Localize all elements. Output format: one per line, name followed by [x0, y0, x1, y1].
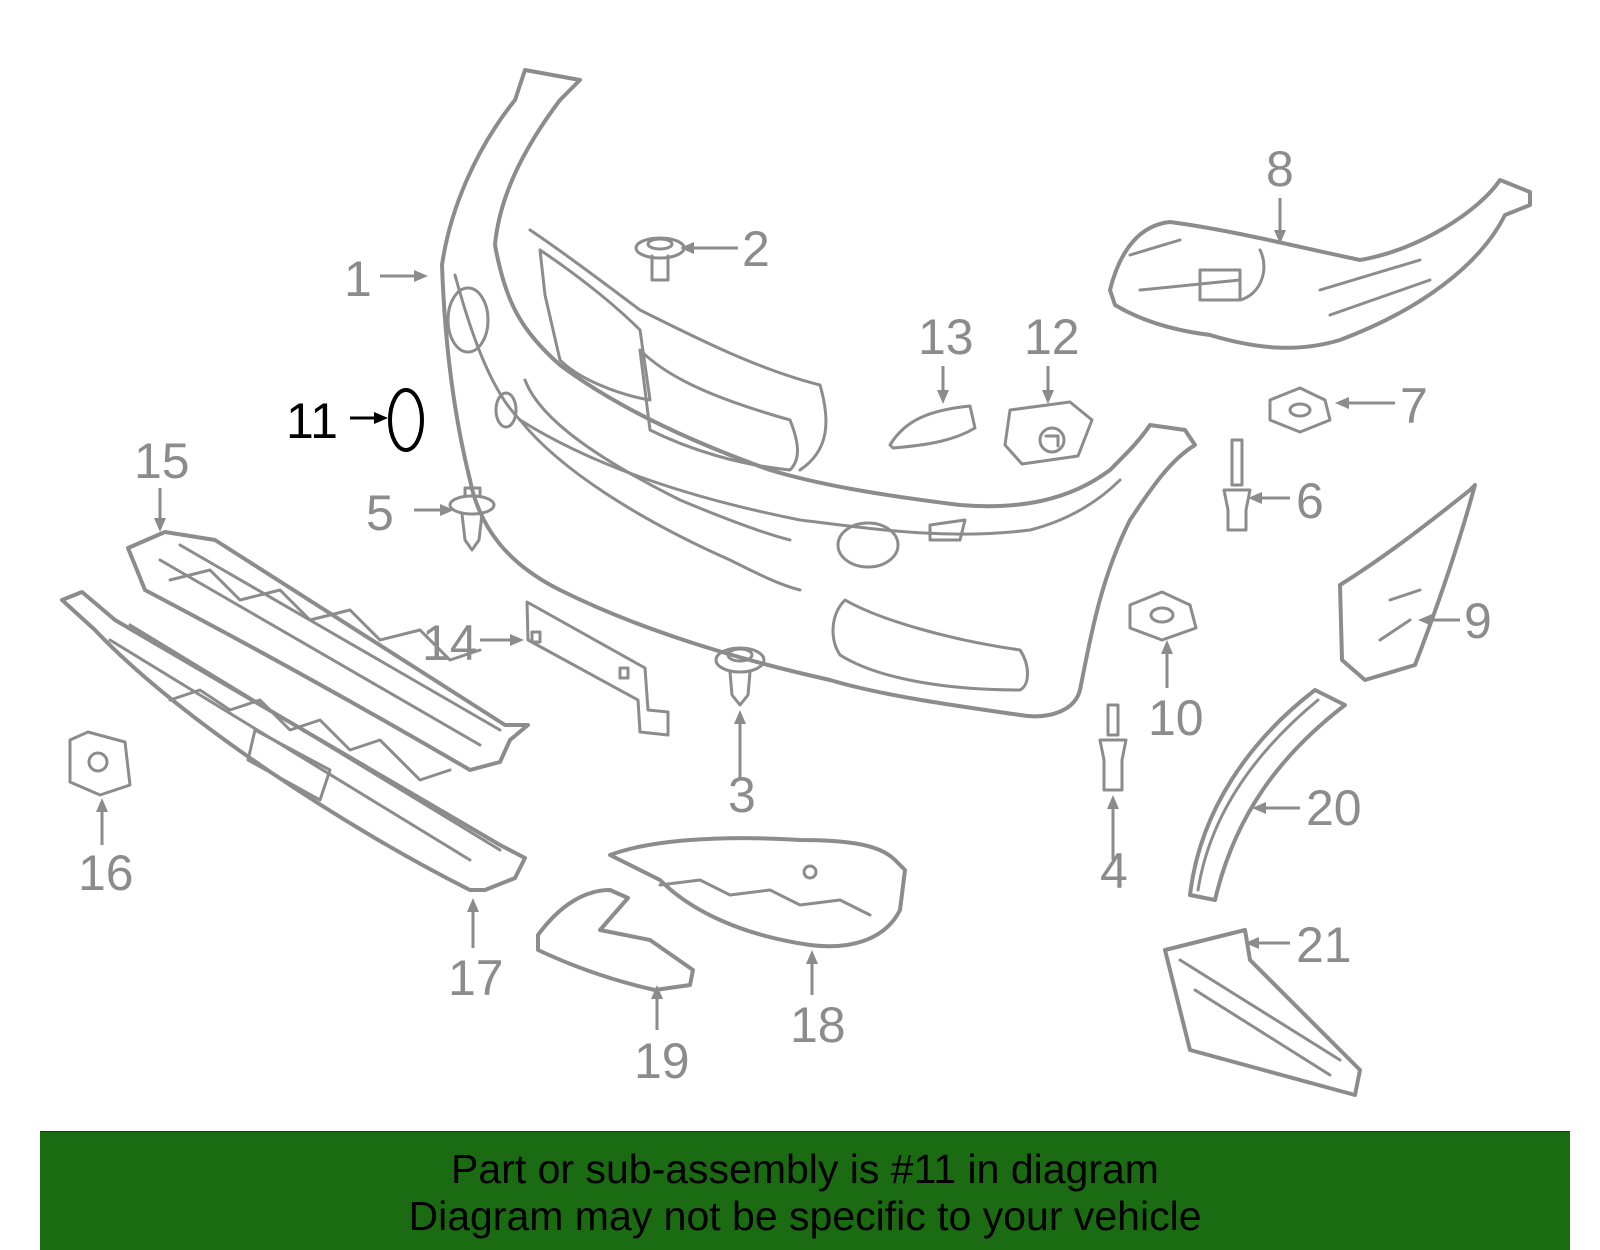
part-5-clip: [448, 486, 496, 552]
callout-21: 21: [1296, 917, 1352, 973]
part-18-fog-grille: [608, 836, 907, 949]
callout-15: 15: [134, 433, 190, 489]
callout-9: 9: [1464, 593, 1492, 649]
callout-3: 3: [728, 767, 756, 823]
callout-6: 6: [1296, 473, 1324, 529]
banner-line-part-number: Part or sub-assembly is #11 in diagram: [451, 1146, 1159, 1192]
info-banner: Part or sub-assembly is #11 in diagram D…: [40, 1131, 1570, 1250]
part-19-duct: [536, 888, 695, 992]
part-14-license-bracket: [525, 600, 670, 737]
callout-4: 4: [1100, 843, 1128, 899]
callout-17: 17: [448, 950, 504, 1006]
callout-2: 2: [742, 221, 770, 277]
callout-13: 13: [918, 309, 974, 365]
callout-11: 11: [286, 393, 338, 449]
part-8-bracket: [1108, 178, 1532, 350]
callout-7: 7: [1400, 378, 1428, 434]
part-9-deflector: [1338, 483, 1477, 682]
part-11-gasket: [388, 388, 424, 452]
part-21-splash-shield: [1163, 928, 1362, 1097]
part-6-rivet: [1222, 438, 1252, 532]
callout-12: 12: [1024, 309, 1080, 365]
part-17-lower-grille: [60, 590, 527, 892]
part-15-upper-grille: [126, 530, 530, 772]
banner-line-disclaimer: Diagram may not be specific to your vehi…: [408, 1193, 1202, 1239]
part-20-wheel-arch-trim: [1188, 688, 1347, 902]
callout-10: 10: [1148, 690, 1204, 746]
part-2-clip: [634, 236, 686, 282]
part-13-cap: [888, 404, 977, 450]
part-4-rivet: [1098, 703, 1128, 792]
leader-lines: [96, 198, 1460, 1030]
callout-16: 16: [78, 845, 134, 901]
part-1-bumper-cover: [440, 68, 1197, 719]
callout-1: 1: [344, 251, 372, 307]
part-3-push-pin: [714, 646, 766, 707]
callout-19: 19: [634, 1033, 690, 1089]
callout-5: 5: [366, 485, 394, 541]
part-12-bracket: [1003, 400, 1094, 466]
callout-8: 8: [1266, 141, 1294, 197]
parts-diagram: 1 2 3 4 5 6 7 8 9 10 11 12 13 14 15 16 1…: [60, 68, 1532, 1097]
callout-14: 14: [422, 615, 478, 671]
part-7-speed-nut: [1268, 386, 1332, 434]
part-16-sensor-bracket: [68, 730, 132, 797]
callout-20: 20: [1306, 780, 1362, 836]
part-10-speed-nut: [1128, 590, 1198, 642]
callout-18: 18: [790, 997, 846, 1053]
